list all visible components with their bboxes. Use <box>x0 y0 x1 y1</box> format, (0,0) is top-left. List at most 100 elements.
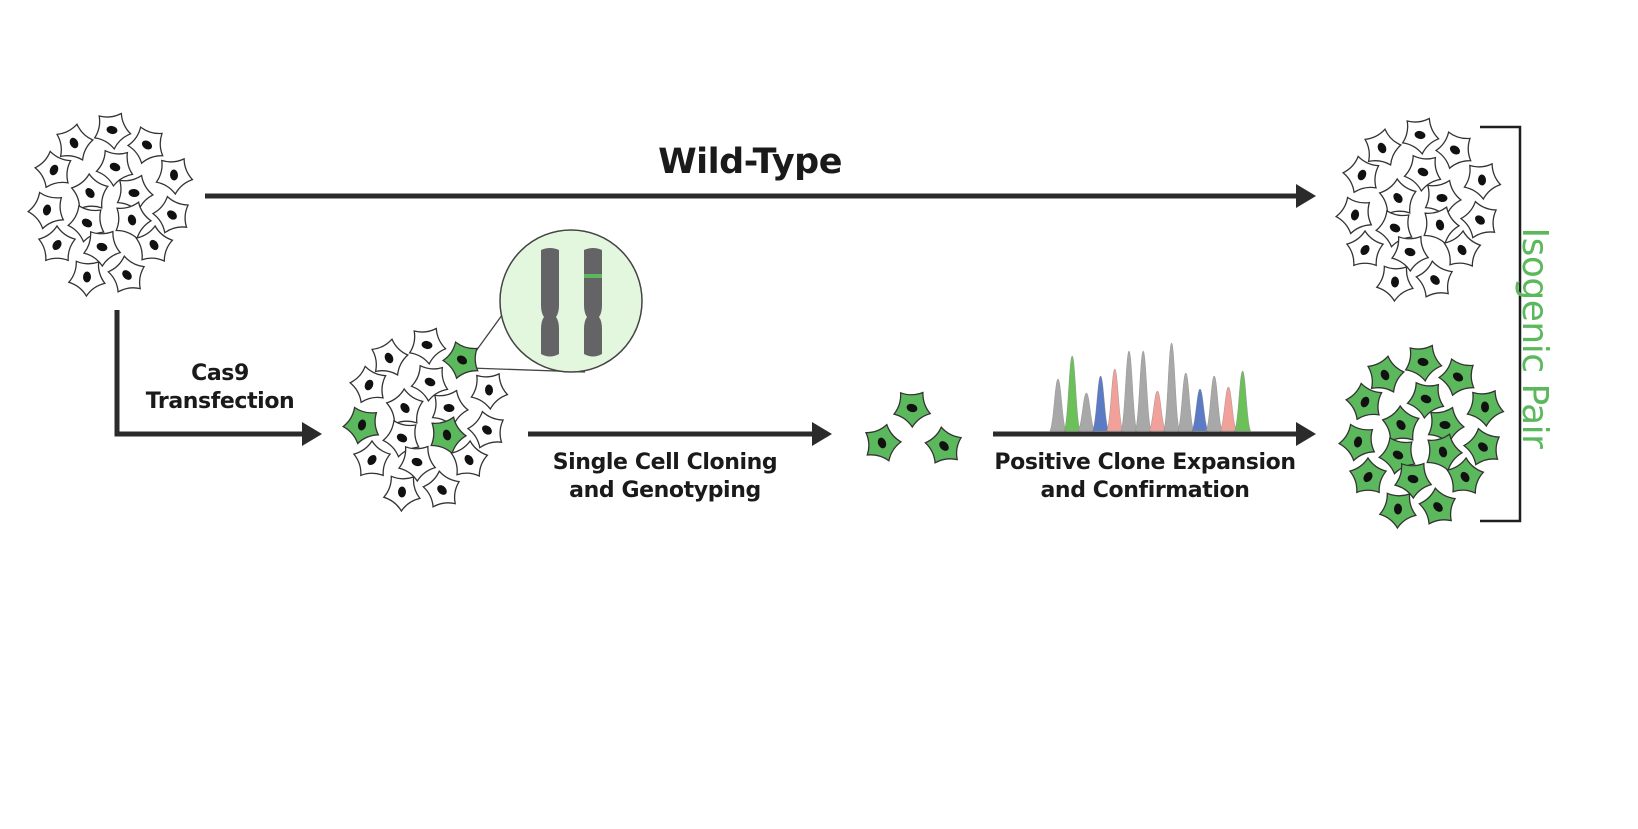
wild-type-cell <box>1463 162 1502 201</box>
cell-nucleus <box>1438 446 1448 458</box>
chromosome-inset <box>499 229 643 373</box>
cell-nucleus <box>443 403 455 413</box>
wild-type-cell <box>56 123 94 161</box>
edited-cell <box>1348 456 1388 494</box>
wild-type-cell <box>1443 229 1482 268</box>
cell-nucleus <box>1475 215 1485 225</box>
cell-nucleus <box>1480 401 1490 413</box>
chromatogram-peak-green <box>1234 370 1251 432</box>
wild-type-cell <box>1378 177 1417 215</box>
cell-nucleus <box>1350 209 1360 221</box>
cell-nucleus <box>1360 396 1370 408</box>
wild-type-cell <box>67 260 107 298</box>
wild-type-cell <box>1415 260 1454 298</box>
wild-type-cell <box>385 387 424 425</box>
wild-type-cell <box>352 439 392 477</box>
wild-type-cell <box>33 150 72 189</box>
isogenic-pair-label: Isogenic Pair <box>1514 227 1556 449</box>
cell-nucleus <box>128 188 140 198</box>
cell-nucleus <box>464 454 474 466</box>
cell-nucleus <box>1404 247 1416 257</box>
cell-nucleus <box>484 384 494 396</box>
cell-nucleus <box>1433 502 1443 512</box>
cell-nucleus <box>149 239 159 251</box>
wild-type-cell <box>382 475 422 513</box>
chromatogram-peak-pink <box>1106 368 1124 432</box>
chromatogram-peak-green <box>1063 355 1081 432</box>
edited-cell <box>892 391 932 429</box>
cell-nucleus <box>1377 142 1387 154</box>
positive-clone-label-line-2: and Confirmation <box>1040 477 1250 503</box>
edited-cell <box>1337 423 1376 462</box>
edited-cell <box>1367 355 1405 393</box>
cell-nucleus <box>939 441 949 451</box>
edited-cell <box>1418 487 1457 525</box>
cell-nucleus <box>82 271 92 283</box>
edited-cell <box>1466 389 1505 428</box>
cell-nucleus <box>1439 420 1451 430</box>
cell-nucleus <box>400 403 410 413</box>
sequencing-chromatogram <box>1049 342 1251 432</box>
chromatogram-peak-gray <box>1120 350 1138 432</box>
cell-nucleus <box>1357 169 1367 181</box>
edited-cell <box>1437 357 1475 397</box>
cell-nucleus <box>456 355 468 365</box>
wild-type-cell <box>1459 200 1498 239</box>
chromatogram-peak-gray <box>1205 375 1223 432</box>
cell-nucleus <box>1460 471 1470 483</box>
cell-nucleus <box>1449 145 1461 155</box>
cas9-label-line-1: Cas9 <box>191 361 249 386</box>
chromatogram-peak-pink <box>1149 390 1166 432</box>
cell-nucleus <box>357 419 367 431</box>
chromatogram-peak-blue <box>1191 388 1209 432</box>
wild-type-cell <box>466 410 505 449</box>
chromatogram-peak-blue <box>1092 375 1109 432</box>
cell-nucleus <box>1396 420 1406 430</box>
cas9-transfection-label: Cas9 Transfection <box>120 360 320 415</box>
wild-type-cell <box>70 172 109 210</box>
wild-type-cell <box>470 372 509 411</box>
positive-clone-arrow <box>993 422 1316 446</box>
wild-type-cell <box>107 255 146 293</box>
chromosome-2 <box>584 248 602 357</box>
edited-cell <box>1406 381 1445 420</box>
wild-type-cell <box>1375 265 1415 303</box>
cell-nucleus <box>437 485 447 495</box>
cell-nucleus <box>1393 503 1403 515</box>
wild-type-cell <box>1364 128 1402 166</box>
cell-nucleus <box>1436 193 1448 203</box>
wild-type-cell <box>1403 154 1442 193</box>
wild-type-population <box>1334 117 1502 303</box>
chromatogram-peak-gray <box>1078 392 1095 432</box>
parental-population <box>26 112 194 298</box>
cell-nucleus <box>81 218 93 228</box>
cell-nucleus <box>442 429 452 441</box>
edited-cell <box>1462 427 1501 466</box>
cell-nucleus <box>482 425 492 435</box>
chromatogram-peak-gray <box>1163 342 1180 432</box>
single-cell-label-line-2: and Genotyping <box>569 477 761 503</box>
wild-type-cell <box>408 327 447 366</box>
cell-nucleus <box>877 437 887 449</box>
wild-type-cell <box>37 224 77 262</box>
wild-type-title: Wild-Type <box>658 142 842 182</box>
edited-cell <box>1446 456 1485 495</box>
edited-cell <box>1344 382 1383 421</box>
wild-type-cell <box>1390 235 1430 273</box>
cell-nucleus <box>96 242 108 252</box>
edited-cell <box>1426 433 1464 472</box>
wild-type-cell <box>155 157 194 196</box>
edited-cell <box>430 416 468 455</box>
edited-cell <box>924 426 963 464</box>
cell-nucleus <box>49 164 59 176</box>
wild-type-cell <box>151 195 190 234</box>
wild-type-cell <box>348 365 387 404</box>
edited-cell <box>1381 404 1420 442</box>
cell-nucleus <box>1452 372 1464 382</box>
cell-clusters <box>26 112 1505 530</box>
chromatogram-peak-pink <box>1220 386 1237 432</box>
single-cell-cloning-label: Single Cell Cloning and Genotyping <box>525 449 805 504</box>
chromatogram-peak-gray <box>1177 372 1195 432</box>
wild-type-cell <box>93 112 132 151</box>
